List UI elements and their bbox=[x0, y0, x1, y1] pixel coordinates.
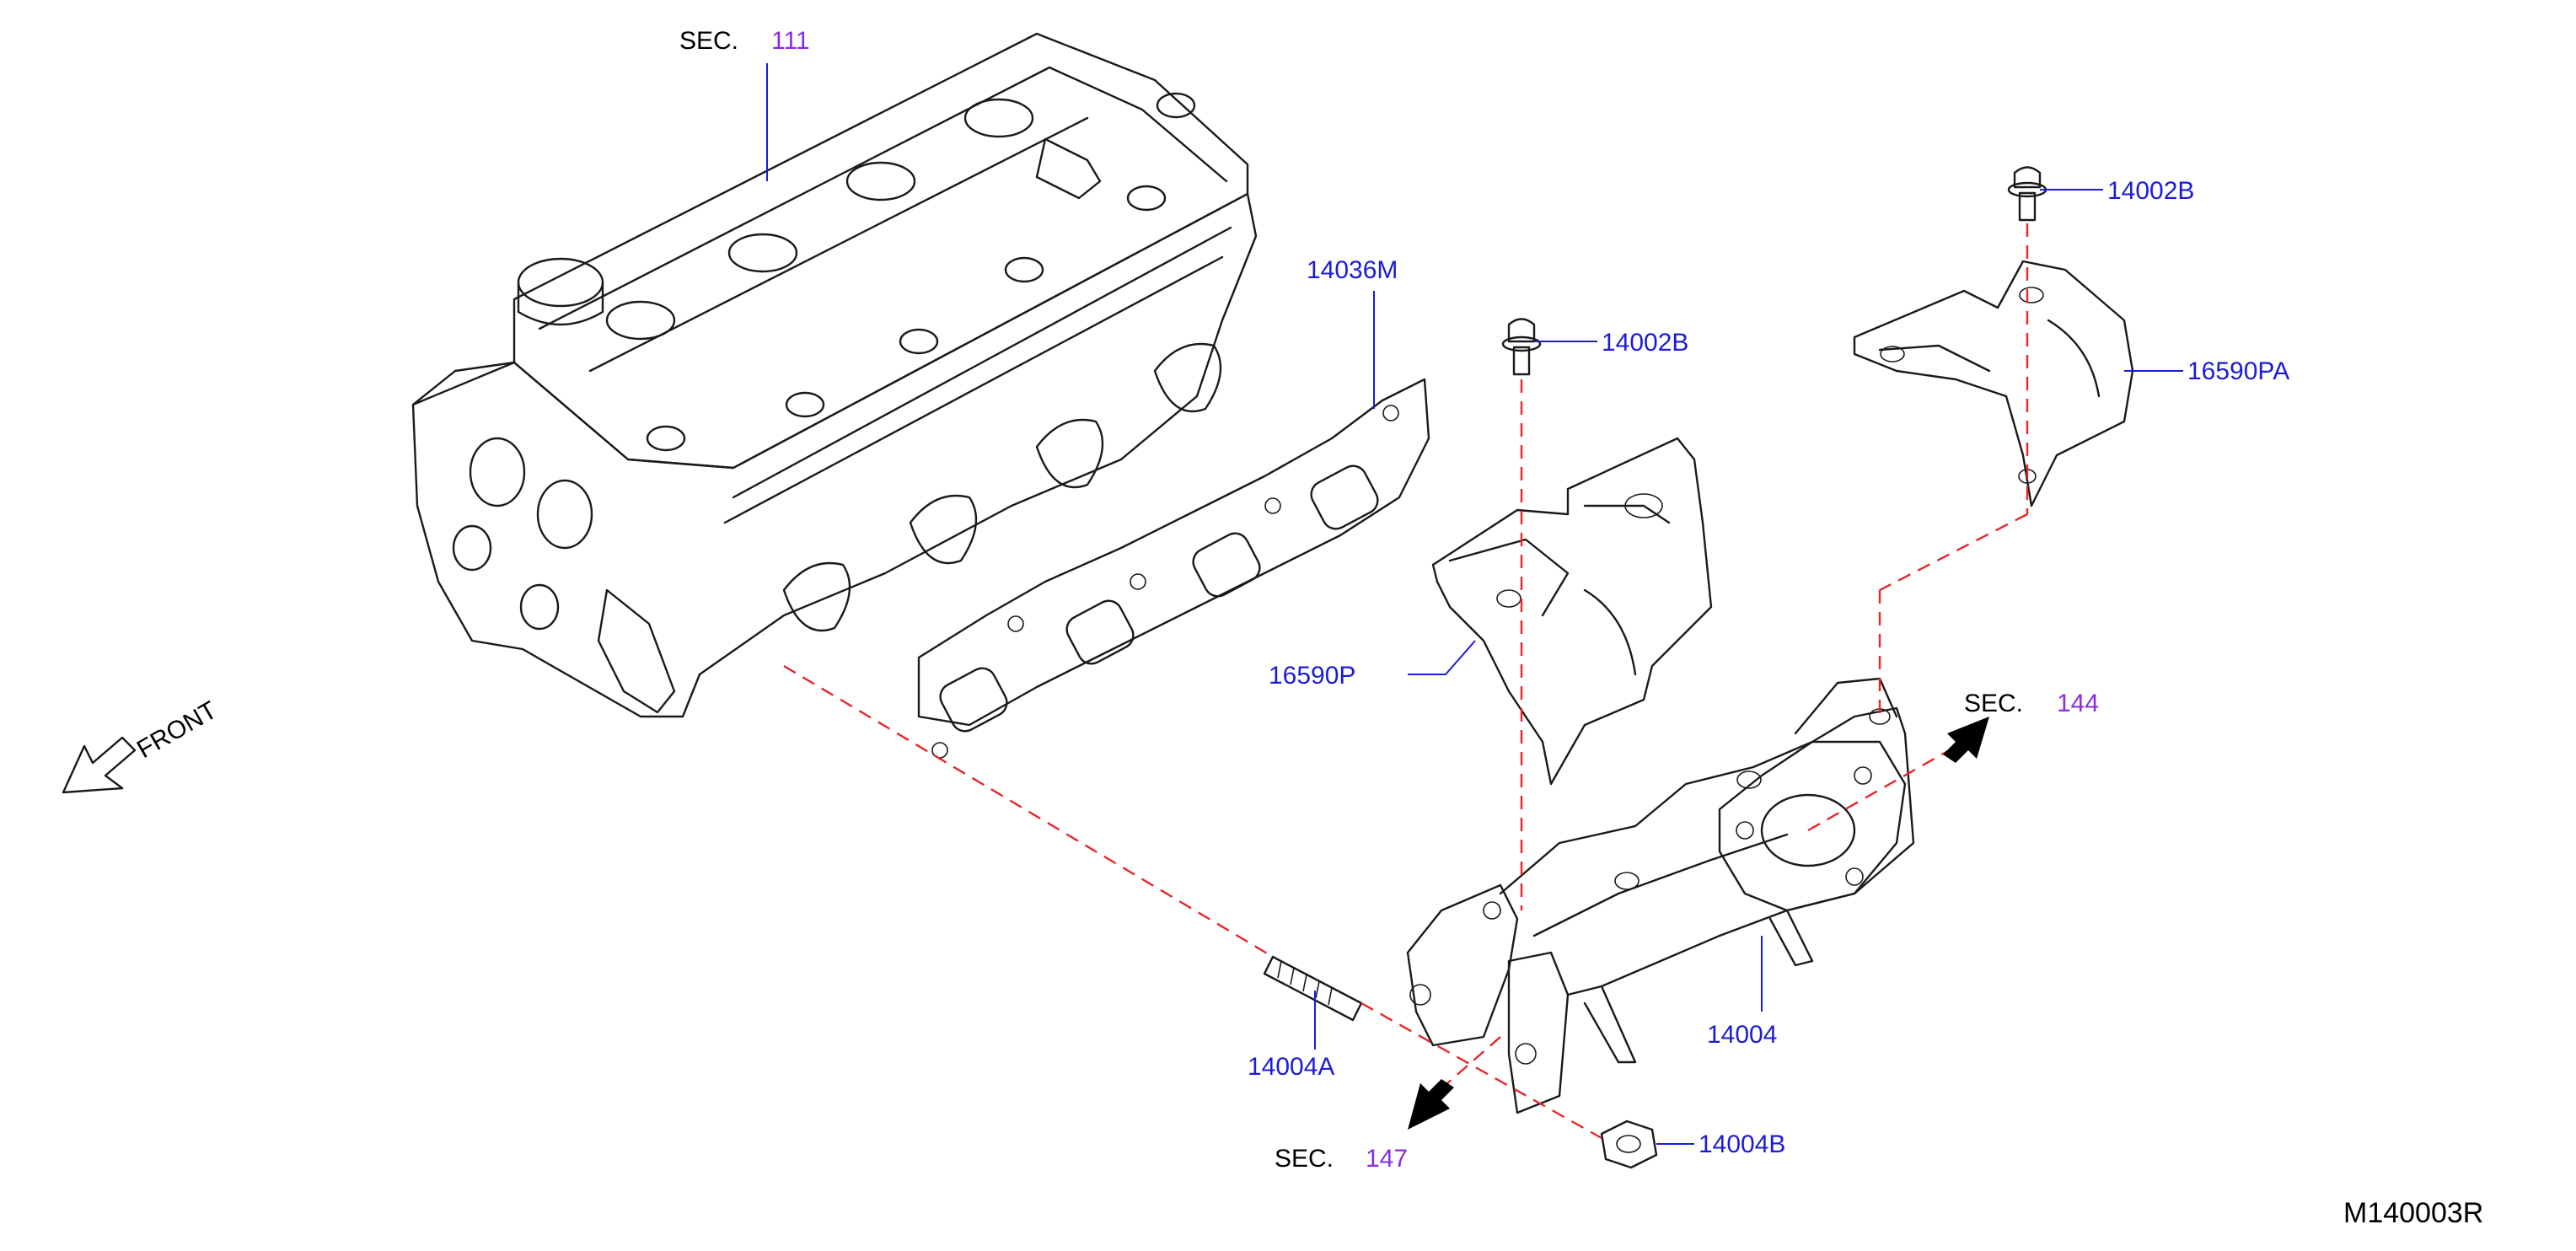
part-label-14002B-right[interactable]: 14002B bbox=[2107, 177, 2194, 205]
sec-147-arrow-icon bbox=[1408, 1079, 1454, 1130]
leader-lines bbox=[766, 63, 2183, 1145]
front-label: FRONT bbox=[132, 696, 222, 764]
sec-147-link[interactable]: 147 bbox=[1366, 1145, 1408, 1173]
stud-14004A[interactable] bbox=[1263, 955, 1363, 1022]
sec-144-link[interactable]: 144 bbox=[2057, 690, 2099, 717]
bolt-14002B-right[interactable] bbox=[2007, 166, 2047, 222]
part-label-14036M[interactable]: 14036M bbox=[1307, 256, 1398, 284]
cylinder-head[interactable] bbox=[411, 32, 1258, 718]
sec-144-arrow-icon bbox=[1943, 717, 1989, 763]
bolt-14002B-left[interactable] bbox=[1501, 318, 1542, 376]
exhaust-manifold-14004[interactable] bbox=[1406, 677, 1915, 1114]
part-label-14004A[interactable]: 14004A bbox=[1248, 1053, 1334, 1081]
diagram-code: M140003R bbox=[2343, 1197, 2483, 1229]
sec-111-link[interactable]: 111 bbox=[771, 27, 810, 55]
part-label-14004[interactable]: 14004 bbox=[1707, 1021, 1777, 1049]
gasket-14036M[interactable] bbox=[917, 378, 1430, 759]
part-label-16590P[interactable]: 16590P bbox=[1269, 662, 1355, 690]
sec-147-prefix: SEC. bbox=[1275, 1145, 1334, 1173]
sec-144-prefix: SEC. bbox=[1964, 690, 2023, 717]
heat-insulator-16590PA[interactable] bbox=[1853, 260, 2134, 507]
nut-14004B[interactable] bbox=[1600, 1119, 1658, 1169]
heat-insulator-16590P[interactable] bbox=[1431, 437, 1713, 786]
part-label-14002B-left[interactable]: 14002B bbox=[1602, 329, 1688, 357]
sec-111-prefix: SEC. bbox=[679, 27, 738, 55]
assembly-lines bbox=[783, 223, 2029, 1140]
front-arrow-icon bbox=[62, 736, 137, 794]
part-label-14004B[interactable]: 14004B bbox=[1699, 1130, 1785, 1158]
part-label-16590PA[interactable]: 16590PA bbox=[2187, 357, 2289, 385]
